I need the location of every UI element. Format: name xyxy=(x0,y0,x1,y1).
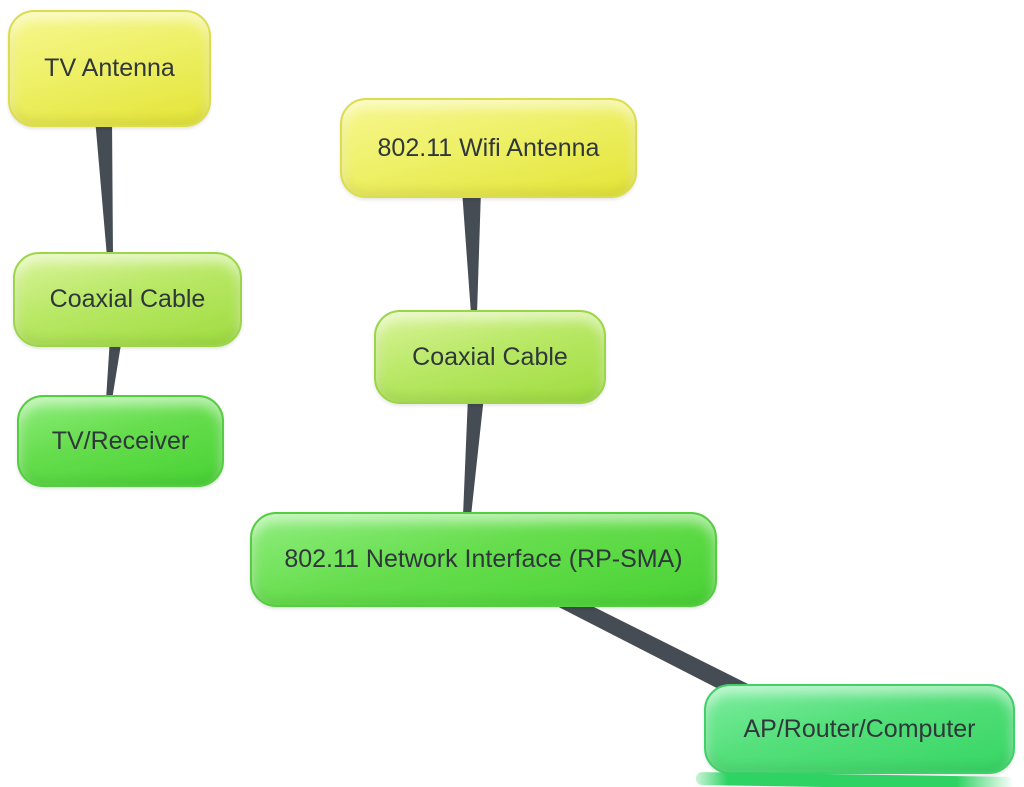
node-tv-receiver: TV/Receiver xyxy=(17,395,224,487)
node-label: Coaxial Cable xyxy=(49,285,206,313)
connector-tv-antenna-to-coax xyxy=(95,118,113,257)
connector-coax-to-tv-receiver xyxy=(106,338,122,400)
node-network-interface: 802.11 Network Interface (RP-SMA) xyxy=(250,512,717,607)
node-coaxial-cable-left: Coaxial Cable xyxy=(13,252,242,347)
node-coaxial-cable-middle: Coaxial Cable xyxy=(374,310,606,404)
node-tv-antenna: TV Antenna xyxy=(8,10,211,127)
node-label: 802.11 Wifi Antenna xyxy=(377,133,600,162)
node-label: TV Antenna xyxy=(44,54,175,82)
node-label: 802.11 Network Interface (RP-SMA) xyxy=(284,545,683,573)
connector-network-interface-to-ap-router xyxy=(543,599,760,703)
node-ap-router-computer: AP/Router/Computer xyxy=(704,684,1015,774)
connector-wifi-antenna-to-coax xyxy=(462,190,481,314)
connector-coax-to-network-interface xyxy=(463,396,484,516)
node-label: AP/Router/Computer xyxy=(743,714,976,743)
node-wifi-antenna: 802.11 Wifi Antenna xyxy=(340,98,637,198)
node-label: Coaxial Cable xyxy=(412,342,568,371)
node-label: TV/Receiver xyxy=(51,426,190,455)
